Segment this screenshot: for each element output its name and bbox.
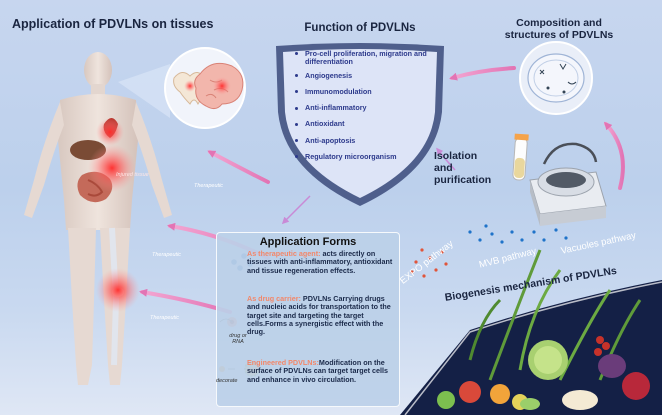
drug-or-rna-label: drug or RNA (229, 333, 247, 345)
function-title: Function of PDVLNs (304, 22, 416, 34)
centrifuge-icon (529, 142, 607, 226)
application-forms-panel: Application Forms As therapeutic agent: … (216, 232, 400, 407)
form-engineered: Engineered PDVLNs:Modification on the su… (247, 358, 389, 384)
therapeutic-label-3: Therapeutic (150, 315, 180, 321)
form-therapeutic-agent: As therapeutic agent: acts directly on t… (247, 249, 393, 275)
isolation-arrow (436, 147, 456, 171)
application-forms-title: Application Forms (259, 236, 357, 248)
function-item: Immunomodulation (290, 87, 440, 96)
vesicle-dots (410, 224, 568, 278)
function-item: Regulatory microorganism (290, 152, 440, 161)
therapeutic-label-2: Therapeutic (152, 252, 182, 258)
therapeutic-label-1: Therapeutic (194, 183, 224, 189)
injured-tissue-label: Injured tissue (116, 172, 149, 178)
vesicle-icon (527, 53, 585, 103)
isolation-title: Isolation and purification (434, 150, 492, 186)
form-drug-carrier: As drug carrier: PDVLNs Carrying drugs a… (247, 294, 391, 337)
function-item: Angiogenesis (290, 71, 440, 80)
decorate-label: decorate (216, 378, 238, 384)
shield-to-forms-arrow (281, 195, 311, 225)
function-item: Anti-inflammatory (290, 104, 440, 112)
function-item: Pro-cell proliferation, migration and di… (290, 49, 440, 67)
test-tube-icon (512, 133, 529, 181)
inflammation-chest (96, 118, 124, 146)
tissues-title: Application of PDVLNs on tissues (12, 17, 214, 31)
inflammation-knee (96, 268, 140, 312)
function-item: Anti-apoptosis (290, 136, 440, 145)
inflammation-gut (88, 144, 136, 192)
composition-title: Composition and structures of PDVLNs (504, 17, 614, 41)
function-item: Antioxidant (290, 120, 440, 128)
shield-icon (283, 49, 437, 198)
fruits-vegetables-illustration (437, 249, 650, 410)
function-list: Pro-cell proliferation, migration and di… (290, 49, 440, 161)
brain-icon (194, 62, 244, 110)
